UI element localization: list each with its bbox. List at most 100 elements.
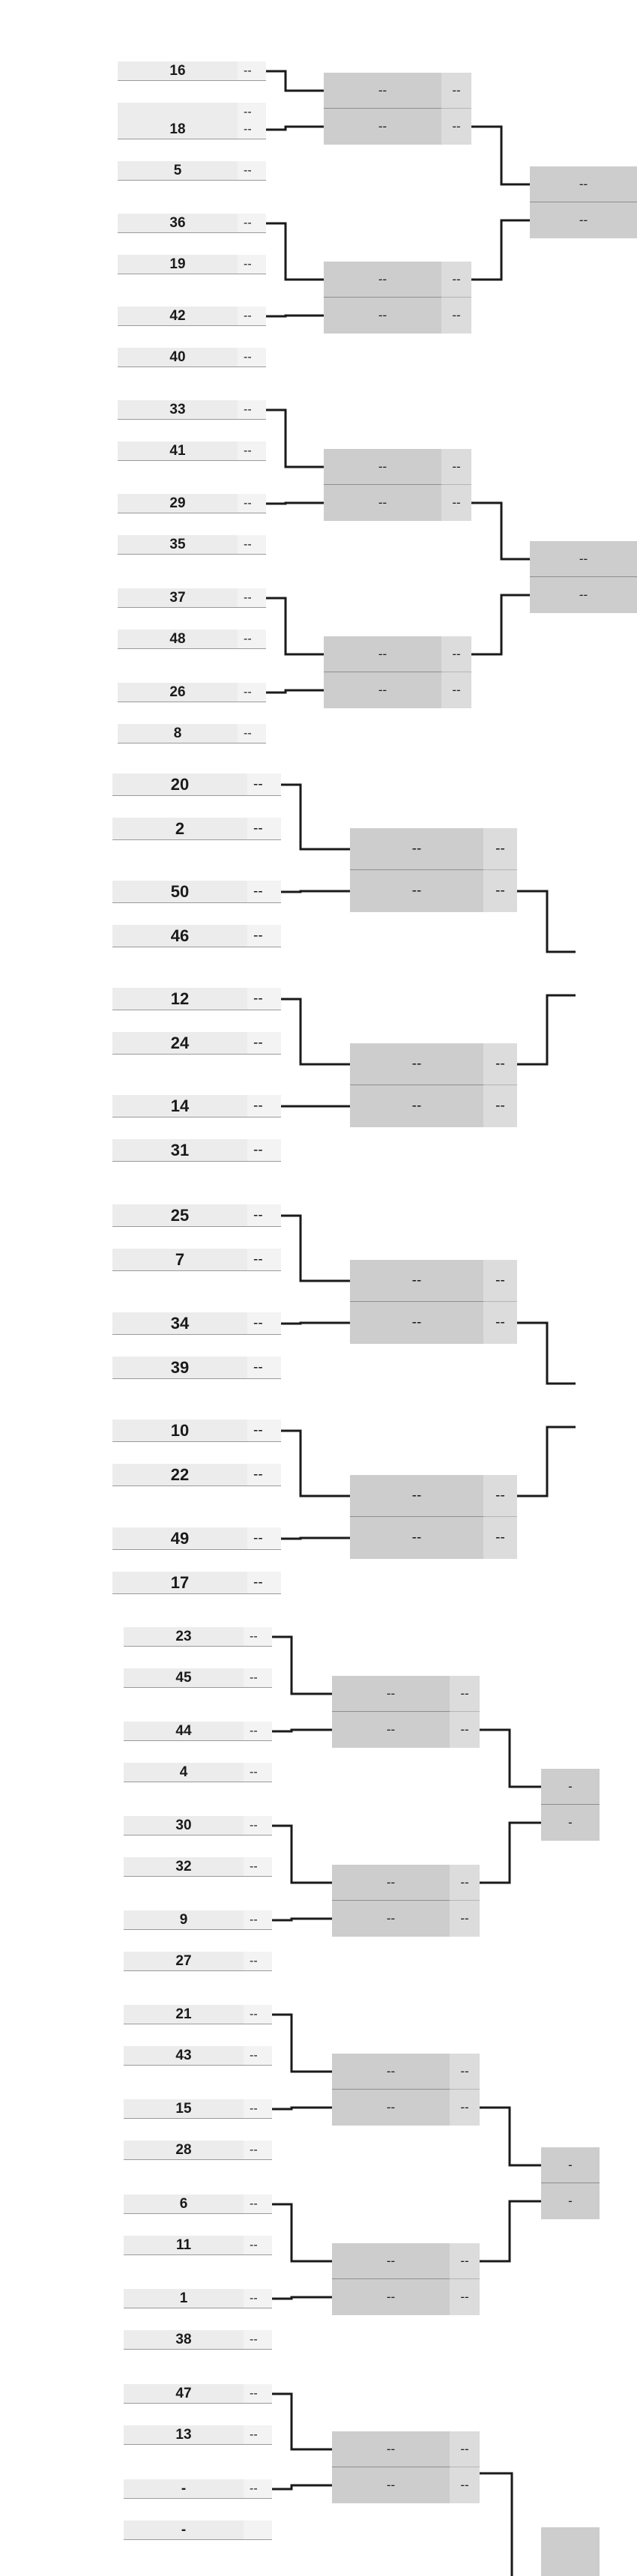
qf-seed-section_3-0-top: -: [541, 1769, 600, 1805]
r16-seed-section_3-2-bottom: --: [332, 2090, 450, 2126]
r16-score-section_3-1-bottom: --: [450, 1901, 480, 1937]
r16-seed-section_3-3-top: --: [332, 2243, 450, 2279]
entrant-score-section_1-1-bottom: --: [238, 161, 266, 181]
entrant-score-section_1-7-top: --: [238, 683, 266, 702]
next-round-box-partial: [541, 2527, 600, 2576]
entrant-score-section_2-5-top: --: [247, 1312, 281, 1335]
bracket-connector: [266, 689, 324, 694]
bracket-connector: [266, 597, 324, 656]
bracket-connector: [480, 2106, 541, 2167]
entrant-score-section_3-3-top: --: [244, 1910, 272, 1930]
entrant-score-section_3-3-bottom: --: [244, 1952, 272, 1971]
entrant-score-section_1-1-top: --: [238, 120, 266, 139]
entrant-seed-section_2-5-top: 34: [112, 1312, 247, 1335]
r16-score-section_1-1-bottom: --: [441, 298, 471, 334]
entrant-score-section_2-0-bottom: --: [247, 818, 281, 840]
qf-seed-section_1-0-bottom: --: [530, 202, 637, 238]
entrant-seed-section_2-3-top: 14: [112, 1095, 247, 1117]
r16-seed-section_2-1-top: --: [350, 1043, 483, 1085]
r16-seed-section_2-2-bottom: --: [350, 1302, 483, 1344]
r16-score-section_3-2-bottom: --: [450, 2090, 480, 2126]
r16-score-section_1-3-top: --: [441, 636, 471, 672]
entrant-score-section_3-7-bottom: --: [244, 2330, 272, 2350]
entrant-seed-section_2-6-top: 10: [112, 1420, 247, 1442]
entrant-seed-section_3-2-bottom: 32: [124, 1857, 244, 1877]
entrant-seed-section_3-6-bottom: 11: [124, 2236, 244, 2255]
bracket-connector: [281, 890, 350, 893]
entrant-seed-section_1-1-bottom: 5: [118, 161, 238, 181]
entrant-score-section_3-8-top: --: [244, 2384, 272, 2404]
bracket-connector: [471, 125, 530, 186]
bracket-connector: [281, 1429, 350, 1497]
entrant-seed-section_1-4-top: 33: [118, 400, 238, 420]
entrant-score-section_2-2-bottom: --: [247, 1032, 281, 1055]
entrant-seed-section_3-3-bottom: 27: [124, 1952, 244, 1971]
entrant-score-section_1-2-bottom: --: [238, 255, 266, 274]
bracket-connector: [517, 1426, 576, 1497]
entrant-score-section_3-1-bottom: --: [244, 1763, 272, 1782]
qf-seed-section_3-1-top: -: [541, 2147, 600, 2183]
r16-seed-section_2-0-top: --: [350, 828, 483, 870]
r16-score-section_2-1-bottom: --: [483, 1085, 517, 1127]
entrant-seed-section_1-6-top: 37: [118, 588, 238, 608]
entrant-score-section_2-6-top: --: [247, 1420, 281, 1442]
bracket-connector: [281, 1536, 350, 1540]
entrant-seed-section_2-4-bottom: 7: [112, 1249, 247, 1271]
entrant-seed-section_1-2-bottom: 19: [118, 255, 238, 274]
bracket-connector: [266, 501, 324, 505]
qf-seed-section_3-1-bottom: -: [541, 2183, 600, 2219]
bracket-connector: [272, 2296, 332, 2300]
entrant-score-section_2-4-bottom: --: [247, 1249, 281, 1271]
bracket-connector: [480, 1728, 541, 1788]
qf-seed-section_1-1-bottom: --: [530, 577, 637, 613]
r16-score-section_2-3-top: --: [483, 1475, 517, 1517]
entrant-score-section_1-2-top: --: [238, 214, 266, 233]
r16-score-section_2-0-bottom: --: [483, 870, 517, 912]
entrant-score-section_3-5-top: --: [244, 2099, 272, 2119]
bracket-connector: [272, 1917, 332, 1922]
bracket-connector: [272, 1728, 332, 1733]
entrant-score-section_1-3-top: --: [238, 307, 266, 326]
bracket-connector: [471, 594, 530, 656]
bracket-connector: [480, 2200, 541, 2263]
r16-seed-section_2-1-bottom: --: [350, 1085, 483, 1127]
entrant-score-section_3-7-top: --: [244, 2289, 272, 2308]
r16-seed-section_3-4-top: --: [332, 2431, 450, 2467]
r16-score-section_2-1-top: --: [483, 1043, 517, 1085]
r16-score-section_3-4-top: --: [450, 2431, 480, 2467]
bracket-connector: [517, 994, 576, 1066]
entrant-seed-section_1-3-bottom: 40: [118, 348, 238, 367]
entrant-seed-section_2-5-bottom: 39: [112, 1357, 247, 1379]
entrant-seed-section_3-0-bottom: 45: [124, 1668, 244, 1688]
bracket-connector: [266, 222, 324, 281]
bracket-connector: [266, 125, 324, 131]
r16-score-section_1-1-top: --: [441, 262, 471, 298]
entrant-seed-section_3-7-top: 1: [124, 2289, 244, 2308]
entrant-seed-section_3-9-top: -: [124, 2479, 244, 2499]
entrant-seed-section_2-2-bottom: 24: [112, 1032, 247, 1055]
r16-seed-section_3-0-top: --: [332, 1676, 450, 1712]
entrant-score-section_1-5-bottom: --: [238, 535, 266, 555]
entrant-seed-section_3-1-bottom: 4: [124, 1763, 244, 1782]
bracket-connector: [480, 2472, 513, 2576]
entrant-seed-section_3-5-top: 15: [124, 2099, 244, 2119]
r16-seed-section_1-3-bottom: --: [324, 672, 441, 708]
r16-seed-section_3-1-bottom: --: [332, 1901, 450, 1937]
entrant-seed-section_2-4-top: 25: [112, 1204, 247, 1227]
r16-score-section_2-2-top: --: [483, 1260, 517, 1302]
entrant-score-section_2-5-bottom: --: [247, 1357, 281, 1379]
entrant-score-section_2-0-top: --: [247, 773, 281, 796]
qf-seed-section_1-1-top: --: [530, 541, 637, 577]
bracket-connector: [281, 1321, 350, 1325]
r16-seed-section_1-3-top: --: [324, 636, 441, 672]
bracket-connector: [272, 2392, 332, 2451]
bracket-connector: [517, 1321, 576, 1385]
r16-score-section_2-2-bottom: --: [483, 1302, 517, 1344]
r16-score-section_3-4-bottom: --: [450, 2467, 480, 2503]
entrant-score-section_1-0-top: --: [238, 61, 266, 81]
entrant-seed-section_1-0-top: 16: [118, 61, 238, 81]
entrant-seed-section_2-6-bottom: 22: [112, 1464, 247, 1486]
r16-seed-section_1-1-bottom: --: [324, 298, 441, 334]
entrant-seed-section_3-0-top: 23: [124, 1627, 244, 1647]
bracket-connector: [471, 219, 530, 281]
